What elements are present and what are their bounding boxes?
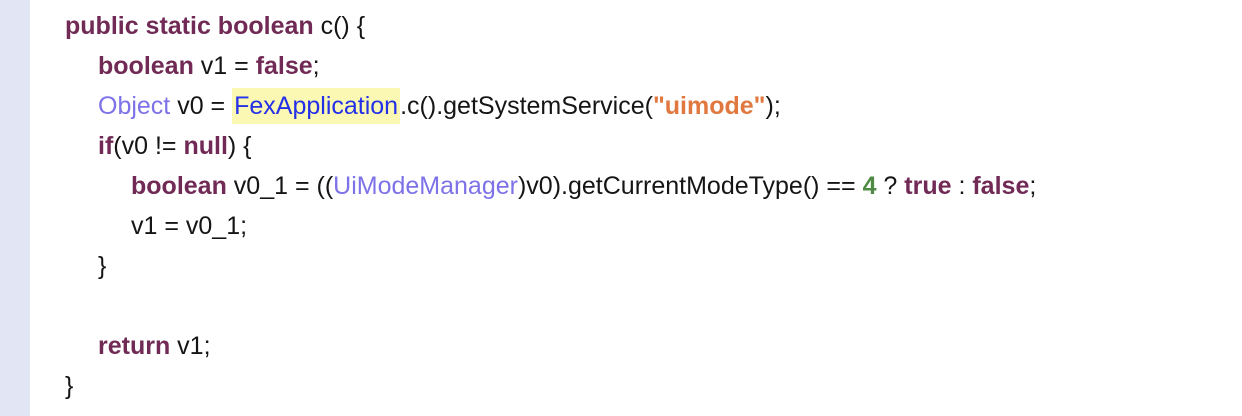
code-token: false [972, 172, 1030, 200]
code-token: v1 = [193, 52, 256, 80]
code-line: v1 = v0_1; [65, 206, 1242, 246]
code-token: ; [1029, 172, 1037, 200]
code-token: false [255, 52, 313, 80]
code-token: return [98, 332, 171, 360]
code-token: ? [876, 172, 905, 200]
code-token: )v0).getCurrentModeType() == [517, 172, 863, 200]
code-line: boolean v0_1 = ((UiModeManager)v0).getCu… [65, 166, 1242, 206]
code-token: v0 = [170, 92, 233, 120]
code-line: Object v0 = FexApplication.c().getSystem… [65, 86, 1242, 126]
code-token: Object [98, 92, 171, 120]
code-token: if [98, 132, 114, 160]
code-token: "uimode" [652, 92, 766, 120]
code-line: return v1; [65, 326, 1242, 366]
code-token: true [904, 172, 952, 200]
code-token: v1 = v0_1; [131, 212, 248, 240]
code-token: public static boolean [65, 12, 314, 40]
code-token: .c().getSystemService( [400, 92, 653, 120]
code-token: c() { [313, 12, 366, 40]
code-area[interactable]: public static boolean c() {boolean v1 = … [30, 0, 1242, 416]
code-line: } [65, 366, 1242, 406]
highlighted-symbol[interactable]: FexApplication [232, 88, 401, 124]
code-token: 4 [862, 172, 877, 200]
code-token: null [183, 132, 228, 160]
code-token: (v0 != [113, 132, 184, 160]
code-token: ); [765, 92, 781, 120]
code-line: } [65, 246, 1242, 286]
code-token: boolean [98, 52, 194, 80]
code-token: v0_1 = (( [226, 172, 334, 200]
code-line: public static boolean c() { [65, 6, 1242, 46]
code-line [65, 286, 1242, 326]
code-token: } [65, 372, 74, 400]
left-gutter [0, 0, 30, 416]
code-line: if(v0 != null) { [65, 126, 1242, 166]
code-token: v1; [170, 332, 211, 360]
code-token: ) { [227, 132, 252, 160]
code-token: : [951, 172, 973, 200]
code-token: boolean [131, 172, 227, 200]
code-token: ; [312, 52, 320, 80]
code-token: } [98, 252, 107, 280]
code-token: UiModeManager [333, 172, 518, 200]
code-line: boolean v1 = false; [65, 46, 1242, 86]
